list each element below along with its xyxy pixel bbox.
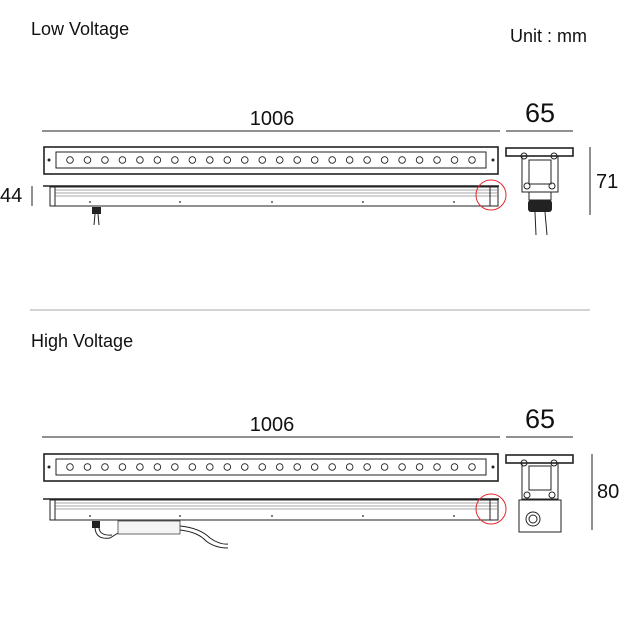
- end-view: [505, 147, 574, 236]
- led-row: [66, 463, 476, 471]
- led-icon: [328, 156, 336, 164]
- led-icon: [223, 156, 232, 164]
- led-icon: [258, 463, 267, 471]
- led-icon: [118, 463, 127, 471]
- led-icon: [450, 156, 459, 164]
- led-icon: [380, 156, 389, 164]
- led-icon: [241, 463, 249, 471]
- width-dimension: 65: [525, 404, 555, 434]
- led-icon: [101, 156, 109, 164]
- led-icon: [223, 463, 232, 471]
- led-icon: [310, 463, 319, 471]
- led-icon: [310, 156, 319, 164]
- led-icon: [433, 156, 441, 164]
- led-icon: [433, 463, 441, 471]
- led-icon: [83, 463, 92, 471]
- led-icon: [258, 156, 267, 164]
- led-icon: [188, 156, 197, 164]
- led-row: [66, 156, 476, 164]
- led-icon: [328, 463, 336, 471]
- led-icon: [206, 156, 214, 164]
- led-icon: [66, 463, 74, 471]
- led-icon: [275, 156, 284, 164]
- length-dimension: 1006: [250, 108, 295, 130]
- led-icon: [345, 156, 354, 164]
- led-icon: [136, 156, 144, 164]
- side-view: [43, 185, 499, 226]
- led-icon: [171, 463, 179, 471]
- led-icon: [363, 463, 371, 471]
- section-title-high-voltage: High Voltage: [31, 331, 133, 351]
- led-icon: [136, 463, 144, 471]
- led-icon: [398, 156, 406, 164]
- side-view: [43, 498, 499, 549]
- led-icon: [83, 156, 92, 164]
- height-dimension: 80: [597, 481, 619, 503]
- led-icon: [101, 463, 109, 471]
- led-icon: [450, 463, 459, 471]
- led-icon: [398, 463, 406, 471]
- led-icon: [118, 156, 127, 164]
- low-voltage-drawing: 1006 44 65: [0, 98, 618, 236]
- led-icon: [380, 463, 389, 471]
- detail-highlight-circle: [475, 493, 507, 525]
- end-view: [505, 454, 574, 533]
- detail-highlight-circle: [475, 179, 507, 211]
- led-icon: [66, 156, 74, 164]
- side-height-dimension: 44: [0, 185, 22, 207]
- high-voltage-drawing: 1006 65: [42, 404, 619, 549]
- led-icon: [171, 156, 179, 164]
- height-dimension: 71: [596, 171, 618, 193]
- led-icon: [415, 156, 424, 164]
- led-icon: [153, 463, 162, 471]
- section-title-low-voltage: Low Voltage: [31, 19, 129, 39]
- led-icon: [468, 463, 476, 471]
- unit-label: Unit : mm: [510, 26, 587, 46]
- led-icon: [293, 463, 301, 471]
- length-dimension: 1006: [250, 414, 295, 436]
- width-dimension: 65: [525, 98, 555, 128]
- led-icon: [275, 463, 284, 471]
- driver-box: [117, 520, 181, 535]
- top-view: [43, 146, 499, 175]
- led-icon: [153, 156, 162, 164]
- led-icon: [415, 463, 424, 471]
- led-icon: [363, 156, 371, 164]
- led-icon: [188, 463, 197, 471]
- led-icon: [345, 463, 354, 471]
- led-icon: [241, 156, 249, 164]
- led-icon: [293, 156, 301, 164]
- top-view: [43, 453, 499, 482]
- led-icon: [206, 463, 214, 471]
- led-icon: [468, 156, 476, 164]
